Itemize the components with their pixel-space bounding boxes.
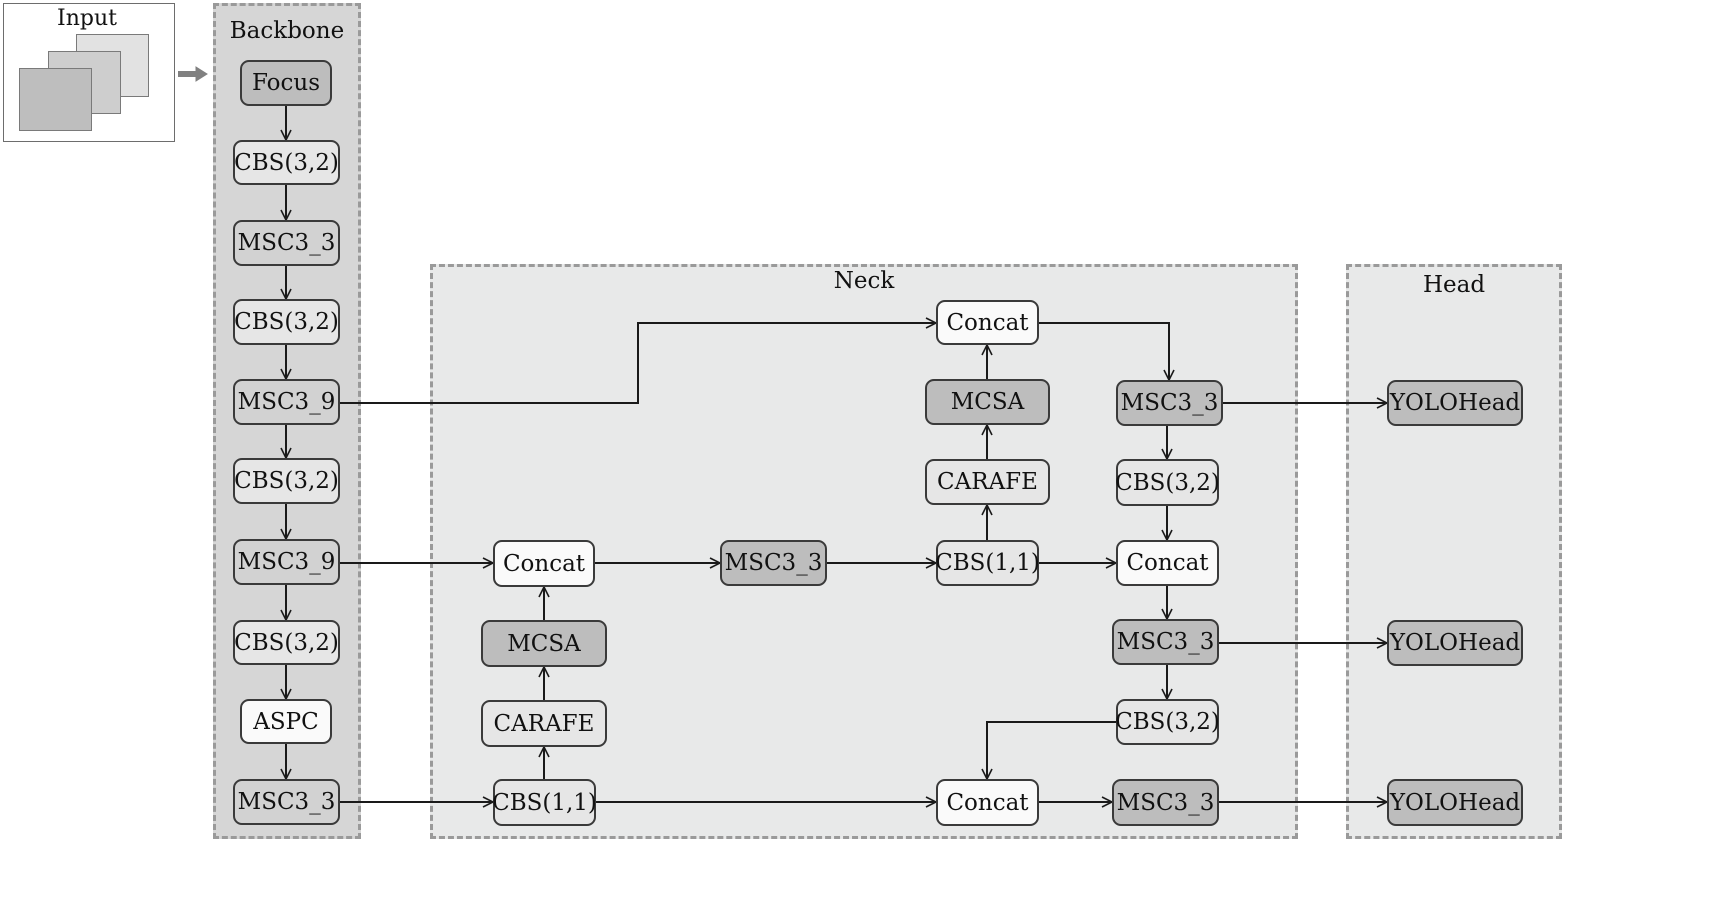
neck-carafe-top: CARAFE <box>925 459 1050 505</box>
neck-carafe-left: CARAFE <box>481 700 607 747</box>
head-yolohead-1: YOLOHead <box>1387 380 1523 426</box>
backbone-msc3-9-b: MSC3_9 <box>233 539 340 585</box>
backbone-focus: Focus <box>240 60 332 106</box>
head-label: Head <box>1422 272 1486 298</box>
neck-msc3-3-center: MSC3_3 <box>720 540 827 586</box>
backbone-msc3-3-b: MSC3_3 <box>233 779 340 825</box>
neck-concat-left: Concat <box>493 540 595 587</box>
edge-msc39a-concat-top <box>339 323 936 404</box>
neck-cbs32-right-1: CBS(3,2) <box>1115 459 1220 506</box>
head-yolohead-2: YOLOHead <box>1387 620 1523 666</box>
input-label: Input <box>57 6 117 31</box>
neck-concat-right-mid: Concat <box>1116 540 1219 586</box>
neck-cbs11-bottom: CBS(1,1) <box>492 779 597 826</box>
neck-concat-top: Concat <box>936 300 1039 345</box>
neck-cbs11-mid: CBS(1,1) <box>935 540 1040 586</box>
input-panel: Input <box>3 3 175 142</box>
backbone-cbs-3: CBS(3,2) <box>233 458 340 504</box>
edge-concat-top-msc33-right-top <box>1039 322 1169 380</box>
backbone-cbs-1: CBS(3,2) <box>233 140 340 185</box>
neck-label: Neck <box>833 268 895 294</box>
backbone-msc3-3-a: MSC3_3 <box>233 220 340 266</box>
input-sheet-front <box>19 68 92 131</box>
neck-mcsa-left: MCSA <box>481 620 607 667</box>
neck-concat-bottom: Concat <box>936 779 1039 826</box>
backbone-cbs-2: CBS(3,2) <box>233 299 340 345</box>
input-arrow-head <box>195 66 208 82</box>
neck-msc3-3-right-bottom: MSC3_3 <box>1112 779 1219 826</box>
neck-msc3-3-right-mid: MSC3_3 <box>1112 619 1219 665</box>
edge-cbs32-r2-concat-bottom <box>987 721 1116 779</box>
head-region <box>1346 264 1562 839</box>
neck-cbs32-right-2: CBS(3,2) <box>1115 699 1220 745</box>
backbone-aspc: ASPC <box>240 699 332 744</box>
neck-msc3-3-right-top: MSC3_3 <box>1116 380 1223 426</box>
backbone-cbs-4: CBS(3,2) <box>233 620 340 665</box>
backbone-label: Backbone <box>229 18 345 44</box>
neck-mcsa-top: MCSA <box>925 379 1050 425</box>
head-yolohead-3: YOLOHead <box>1387 779 1523 826</box>
backbone-msc3-9-a: MSC3_9 <box>233 379 340 425</box>
